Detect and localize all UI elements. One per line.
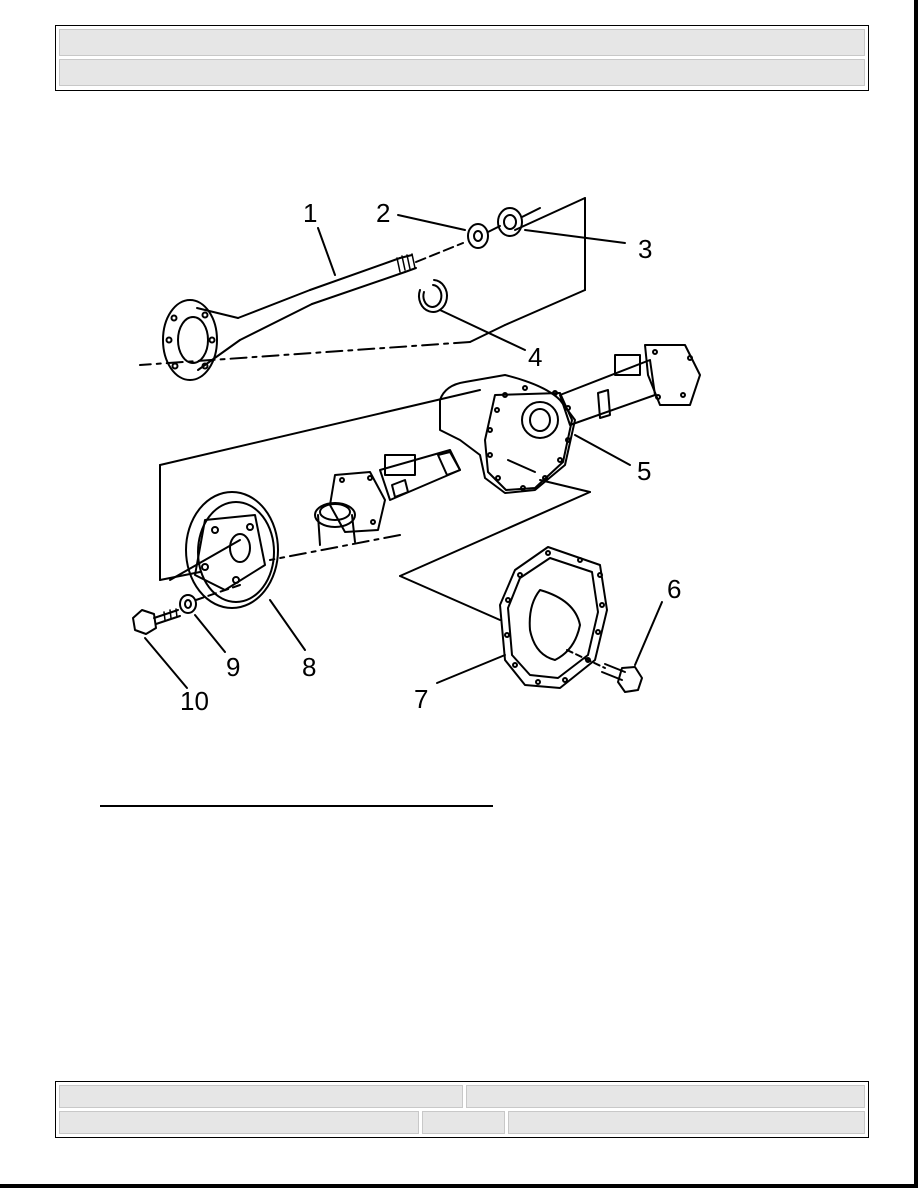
callout-10: 10 — [180, 686, 209, 716]
axle-bearing — [497, 207, 541, 237]
brake-backing-plate — [169, 491, 279, 609]
footer-right-top — [466, 1085, 865, 1108]
caption-underline — [100, 805, 493, 807]
differential-cover — [499, 546, 608, 689]
header-subtitle — [59, 59, 865, 86]
axle-housing — [314, 344, 701, 546]
callout-1: 1 — [303, 198, 317, 228]
header-title — [59, 29, 865, 56]
document-footer — [55, 1081, 869, 1138]
axle-shaft — [162, 242, 464, 381]
footer-middle-bottom — [422, 1111, 505, 1134]
callout-9: 9 — [226, 652, 240, 682]
footer-left-bottom — [59, 1111, 419, 1134]
brake-bolt — [132, 608, 181, 635]
washer — [179, 584, 241, 614]
callout-6: 6 — [667, 574, 681, 604]
rear-axle-exploded-diagram: 1 2 3 4 5 6 7 8 9 10 — [132, 197, 701, 716]
footer-right-bottom — [508, 1111, 865, 1134]
callout-7: 7 — [414, 684, 428, 714]
c-lock — [417, 279, 448, 313]
thrust-washer — [467, 223, 501, 249]
callout-5: 5 — [637, 456, 651, 486]
document-header — [55, 25, 869, 91]
cover-bolt — [566, 649, 643, 693]
footer-left-top — [59, 1085, 463, 1108]
callout-2: 2 — [376, 198, 390, 228]
callout-3: 3 — [638, 234, 652, 264]
callout-4: 4 — [528, 342, 542, 372]
callout-8: 8 — [302, 652, 316, 682]
